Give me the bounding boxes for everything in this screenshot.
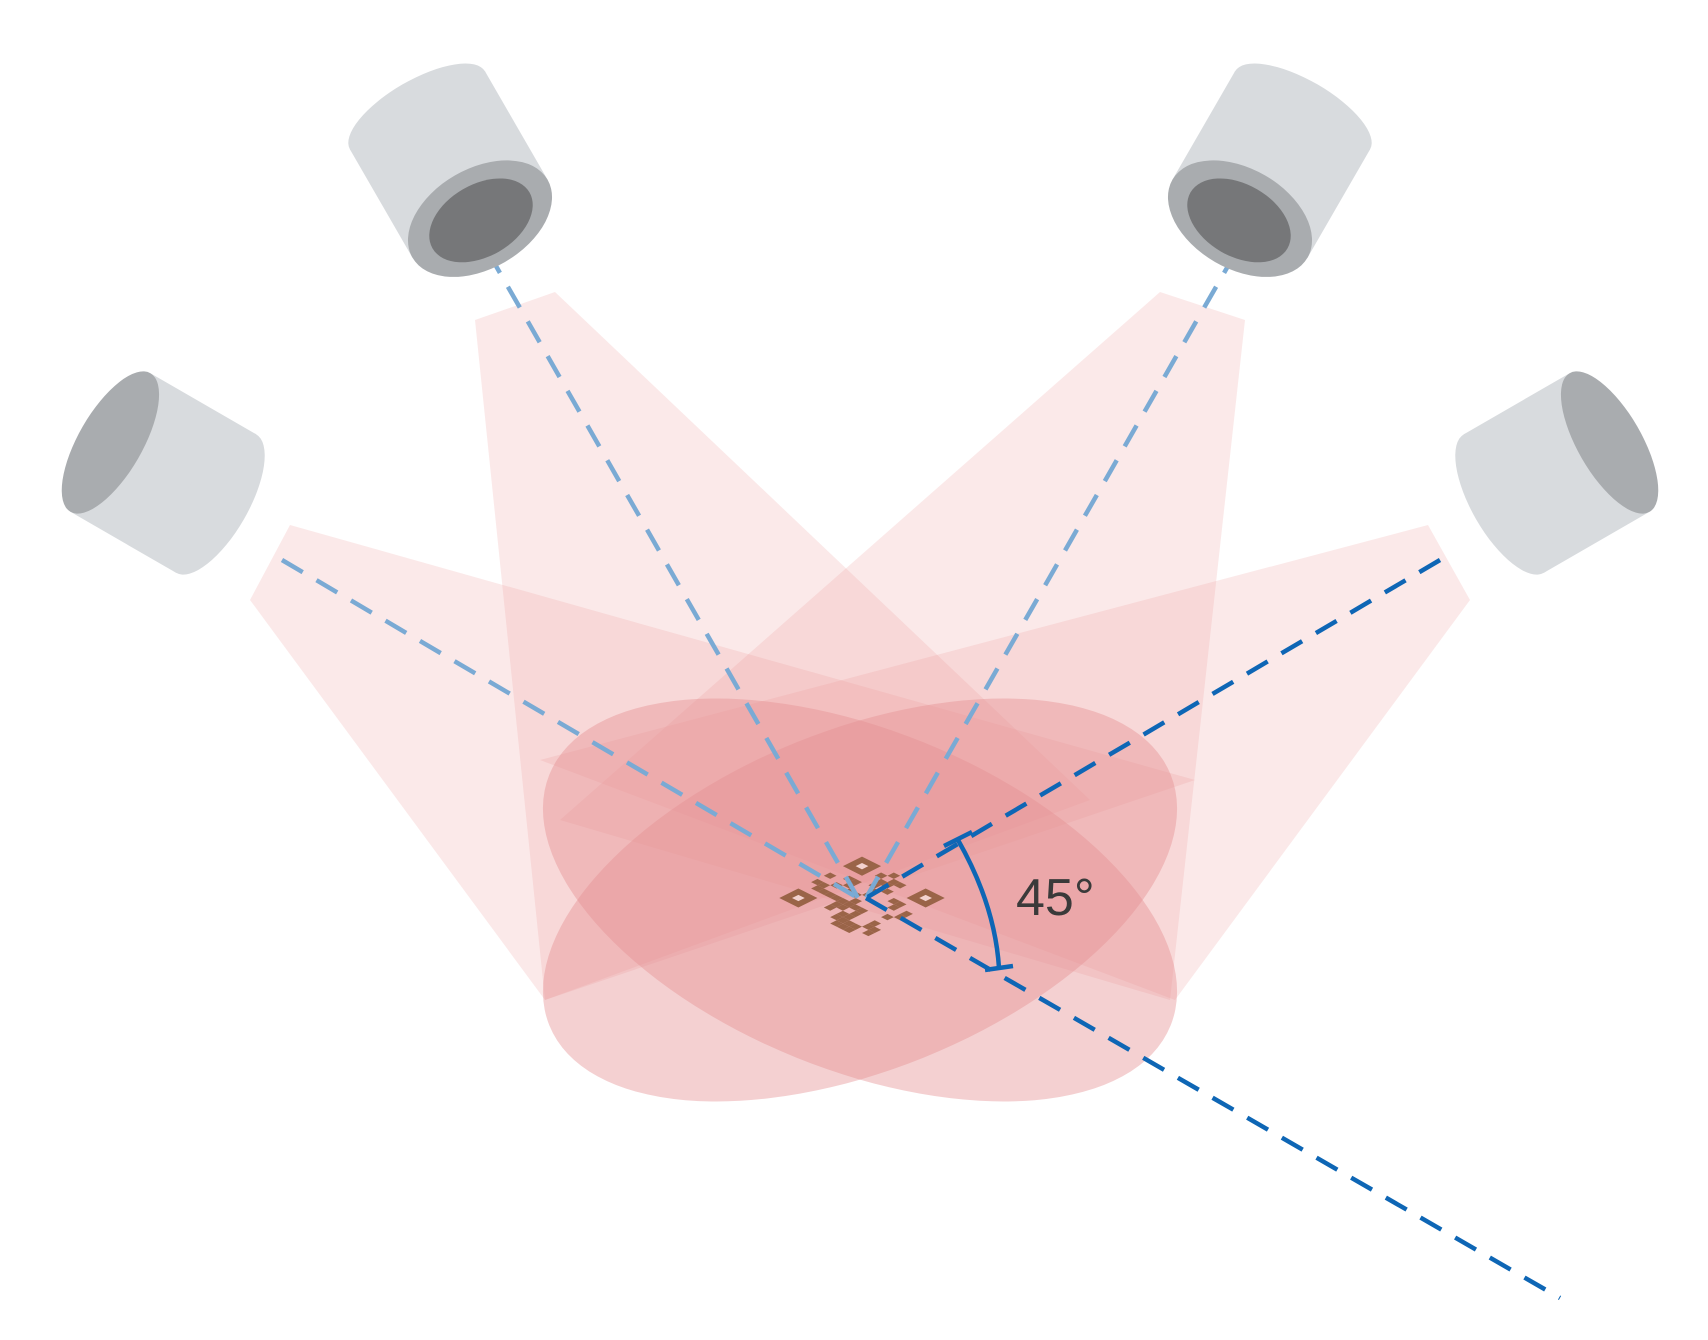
angle-arc: [956, 838, 1002, 969]
qr-module: [823, 891, 837, 898]
spot-ellipse-b: [542, 698, 1178, 1102]
axis-reflection: [864, 896, 1562, 1300]
angle-arc-tick-top: [942, 829, 974, 849]
qr-module: [887, 904, 901, 911]
light-top-left: [348, 63, 553, 277]
light-top-left-body: [349, 71, 548, 258]
beam-left: [250, 525, 1195, 1000]
light-left-back: [61, 371, 160, 514]
illuminated-spots: [542, 698, 1178, 1102]
qr-module: [887, 898, 901, 905]
qr-module: [823, 904, 837, 911]
light-top-right-back: [1233, 63, 1372, 158]
qr-module: [830, 920, 843, 927]
axis-top-right: [864, 250, 1238, 900]
qr-module: [842, 913, 856, 921]
angle-arc-tick-bottom: [984, 963, 1014, 973]
light-left-front: [167, 432, 265, 575]
beam-top-left: [475, 292, 1090, 1000]
light-right: [1455, 371, 1659, 575]
qr-module: [868, 926, 882, 934]
axis-left: [280, 558, 860, 900]
beam-right: [540, 525, 1470, 1000]
light-right-front: [1455, 432, 1553, 575]
light-top-left-lens: [429, 178, 533, 263]
angle-label: 45°: [1016, 869, 1095, 927]
light-left-body: [70, 373, 257, 573]
light-left: [61, 371, 265, 575]
qr-module: [836, 898, 850, 905]
qr-module: [842, 926, 856, 934]
light-top-right-body: [1172, 71, 1371, 258]
optical-axes: [280, 250, 1562, 1300]
qr-module: [849, 898, 862, 905]
axis-top-left: [486, 250, 860, 900]
light-right-back: [1560, 371, 1659, 514]
qr-module: [842, 920, 856, 927]
spot-ellipse-a: [542, 698, 1178, 1102]
qr-module: [830, 913, 843, 921]
axis-right: [864, 558, 1442, 900]
qr-module: [836, 904, 850, 911]
light-right-body: [1463, 373, 1650, 573]
light-top-right: [1167, 63, 1372, 277]
qr-module: [868, 920, 882, 927]
angle-indicator: [942, 829, 1014, 973]
qr-module: [881, 913, 894, 921]
light-top-left-back: [348, 63, 487, 158]
light-top-right-lens: [1187, 178, 1291, 263]
